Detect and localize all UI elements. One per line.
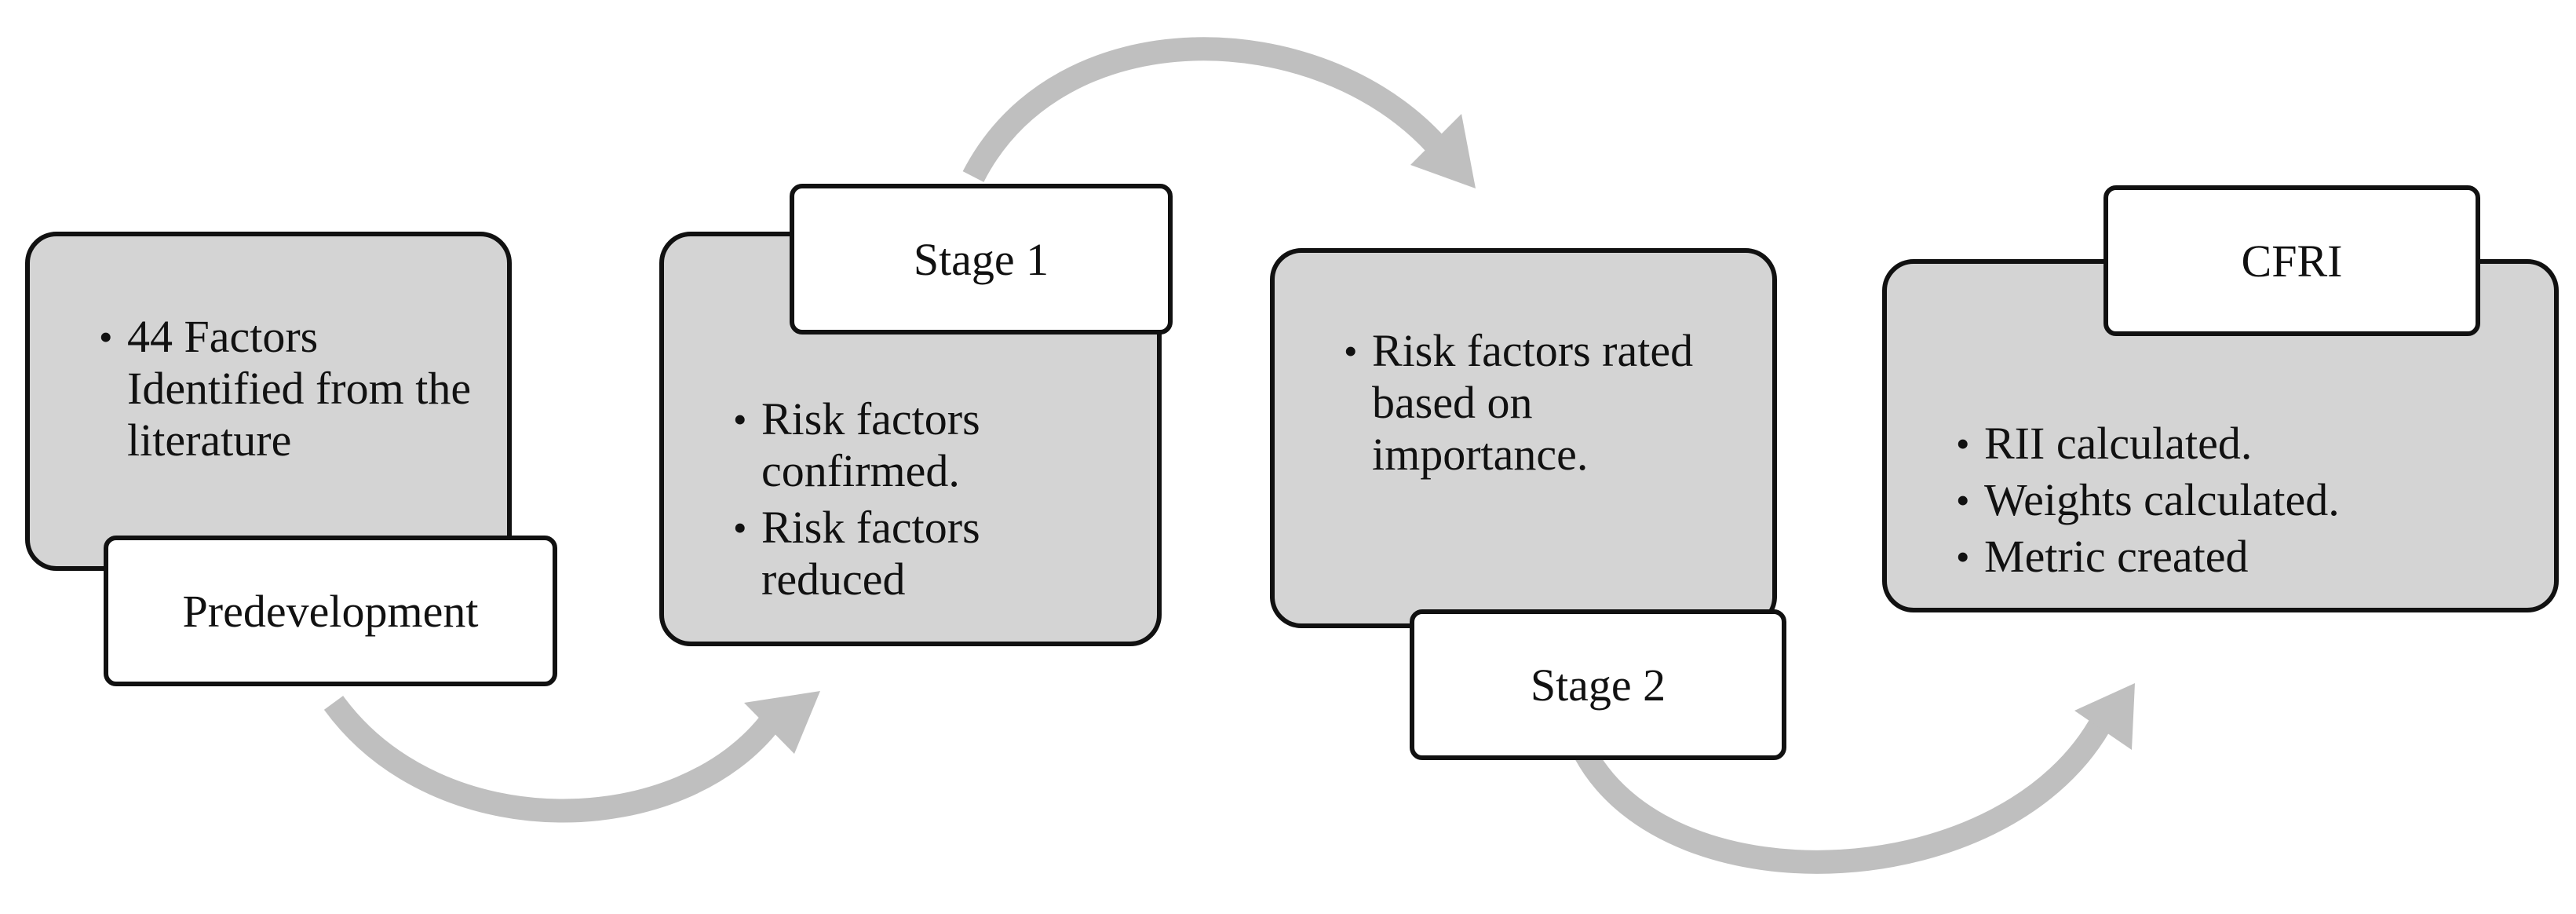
bullet-stage-2-1: Risk factors rated based on importance. bbox=[1344, 325, 1752, 481]
arrow-predevelopment-to-stage1 bbox=[323, 696, 783, 823]
arrowhead-cfri bbox=[2074, 683, 2135, 750]
label-stage-2: Stage 2 bbox=[1410, 609, 1786, 760]
bullet-cfri-1: RII calculated. bbox=[1956, 418, 2521, 470]
card-predevelopment: 44 Factors Identified from the literatur… bbox=[25, 232, 512, 571]
label-stage-1: Stage 1 bbox=[790, 184, 1173, 335]
bullet-cfri-3: Metric created bbox=[1956, 531, 2521, 583]
arrowhead-stage1 bbox=[744, 691, 820, 754]
arrow-stage1-to-stage2 bbox=[962, 37, 1446, 182]
arrow-stage2-to-cfri bbox=[1574, 712, 2114, 874]
label-predevelopment: Predevelopment bbox=[104, 536, 557, 686]
bullet-predevelopment-1: 44 Factors Identified from the literatur… bbox=[99, 311, 476, 466]
card-stage-2: Risk factors rated based on importance. bbox=[1270, 248, 1777, 628]
arrowhead-stage2 bbox=[1410, 114, 1476, 188]
bullet-cfri-2: Weights calculated. bbox=[1956, 474, 2521, 526]
label-cfri: CFRI bbox=[2103, 185, 2480, 336]
bullet-stage-1-2: Risk factors reduced bbox=[733, 502, 1126, 605]
bullet-stage-1-1: Risk factors confirmed. bbox=[733, 393, 1126, 497]
